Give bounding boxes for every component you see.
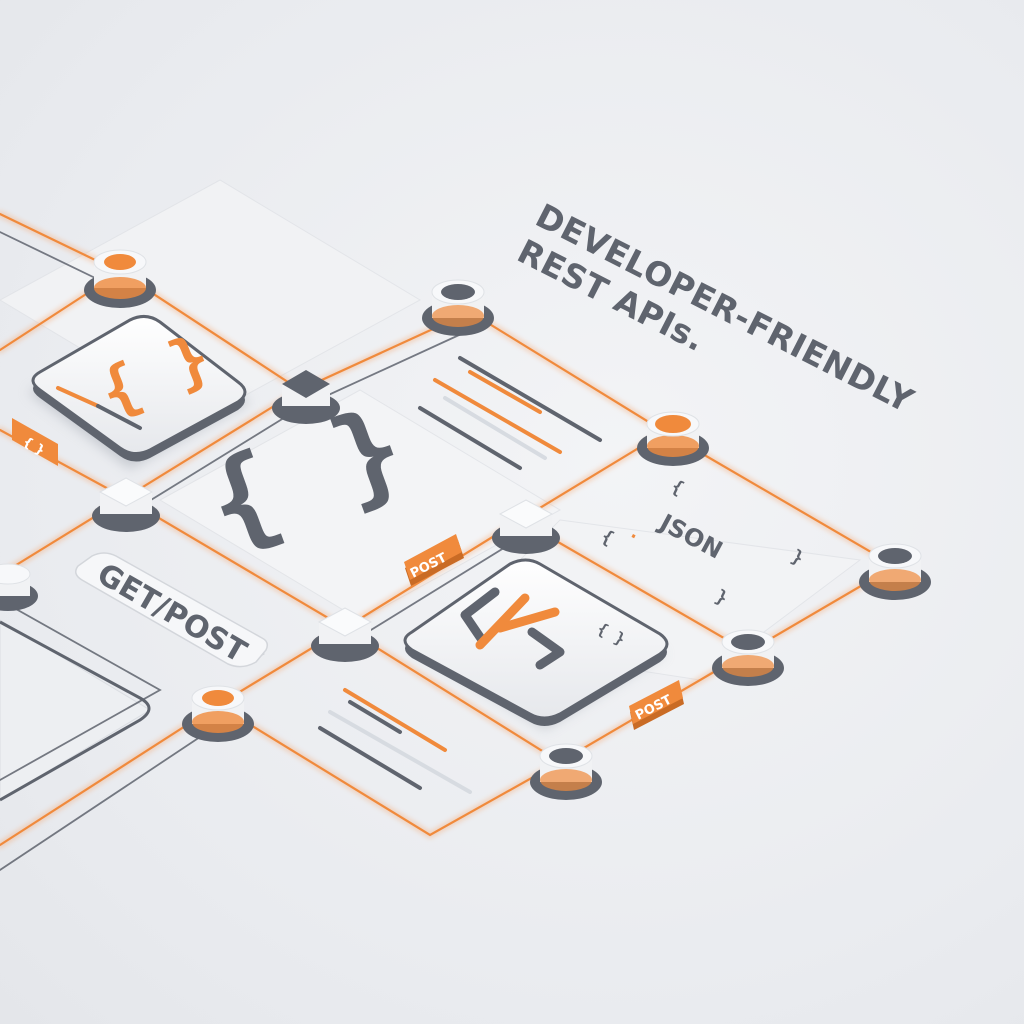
node-square-white (92, 477, 160, 532)
node-slate (422, 279, 494, 336)
get-post-label: GET/POST (75, 552, 269, 671)
small-brace-tag: { } (12, 418, 58, 466)
node-orange-lower (182, 685, 254, 742)
get-post-text: GET/POST (91, 557, 253, 671)
svg-text:{: { (668, 476, 687, 500)
code-lines-top (418, 356, 602, 470)
tile-outline-panel (0, 620, 151, 802)
tile-code-brackets (403, 558, 669, 729)
node-slate-right (859, 543, 931, 600)
headline: DEVELOPER-FRIENDLY REST APIs. (511, 196, 920, 421)
node-orange (84, 249, 156, 308)
node-slate-bottom (530, 743, 602, 800)
network-nodes (0, 249, 931, 800)
code-lines-bottom (318, 688, 472, 794)
tile-curly-braces-orange: { } (28, 315, 250, 469)
node-slate-lower-right (712, 629, 784, 686)
post-tag-2: POST (629, 680, 684, 730)
node-left-edge (0, 563, 38, 611)
node-square-white-lower (311, 607, 379, 662)
code-brackets-icon (460, 587, 565, 670)
node-square-white-center (492, 499, 560, 554)
node-square-slate (272, 370, 340, 424)
node-orange-large (637, 411, 709, 466)
